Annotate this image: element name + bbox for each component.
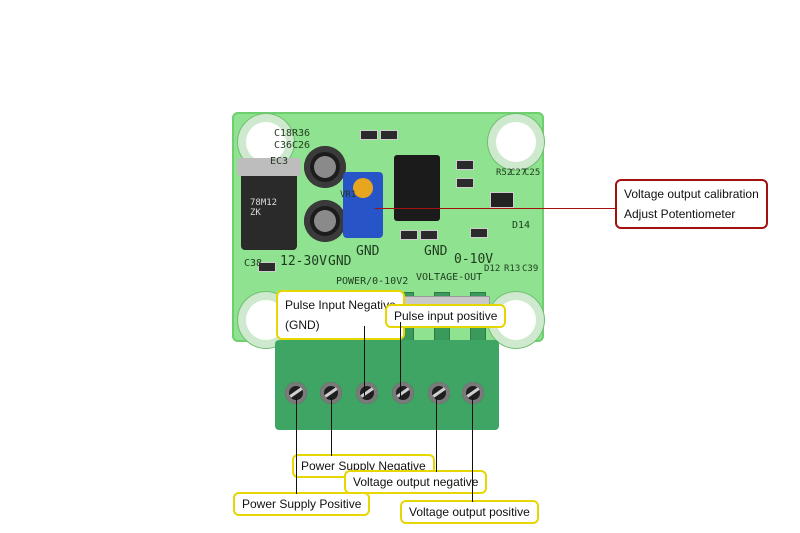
smd-component: [258, 262, 276, 272]
silk-c25: C25: [524, 168, 541, 178]
regulator-marking: 78M12 ZK: [250, 198, 278, 218]
silk-c36: C36: [274, 140, 293, 151]
screw-terminal-2: [320, 382, 342, 404]
silk-r36: R36: [292, 128, 311, 139]
mounting-hole-top-left: [246, 122, 286, 162]
silk-gnd-right: GND: [424, 244, 448, 259]
screw-terminal-block: [275, 340, 499, 430]
silk-c18: C18: [274, 128, 293, 139]
leader-line-potentiometer: [375, 208, 615, 209]
callout-calibration-line2: Adjust Potentiometer: [624, 207, 736, 221]
silk-c27: C27: [510, 168, 527, 178]
callout-power-supply-positive: Power Supply Positive: [233, 492, 371, 516]
silk-range-12-30v: 12-30V: [280, 254, 327, 269]
smd-component: [456, 178, 474, 188]
silk-ec3: EC3: [270, 156, 289, 167]
smd-component: [380, 130, 398, 140]
smd-component: [490, 192, 514, 208]
screw-terminal-4: [392, 382, 414, 404]
screw-terminal-6: [462, 382, 484, 404]
potentiometer-knob: [353, 178, 373, 198]
silk-voltage-out-label: VOLTAGE-OUT: [416, 272, 483, 283]
screw-terminal-5: [428, 382, 450, 404]
smd-component: [360, 130, 378, 140]
smd-component: [470, 228, 488, 238]
leader-line-power-positive: [296, 398, 297, 494]
silk-r13: R13: [504, 264, 521, 274]
silk-c39: C39: [522, 264, 539, 274]
callout-pulse-negative: Pulse Input Negative (GND): [276, 290, 405, 340]
callout-pulse-positive: Pulse input positive: [385, 304, 507, 328]
silk-c38: C38: [244, 258, 263, 269]
leader-line-power-negative: [331, 398, 332, 456]
silk-range-0-10v: 0-10V: [454, 252, 494, 267]
silk-gnd-left: GND: [328, 254, 352, 269]
leader-line-pulse-negative: [364, 326, 365, 396]
callout-calibration-potentiometer: Voltage output calibration Adjust Potent…: [615, 179, 768, 229]
capacitor-bottom-marking: [314, 210, 336, 232]
silk-d14: D14: [512, 220, 531, 231]
silk-r52: R52: [496, 168, 513, 178]
callout-voltage-output-negative: Voltage output negative: [344, 470, 488, 494]
leader-line-pulse-positive: [400, 322, 401, 398]
mounting-hole-top-right: [496, 122, 536, 162]
callout-voltage-output-positive: Voltage output positive: [400, 500, 539, 524]
silk-gnd-mid: GND: [356, 244, 380, 259]
leader-line-output-negative: [436, 398, 437, 472]
screw-terminal-3: [356, 382, 378, 404]
calibration-potentiometer: [343, 172, 383, 238]
electrolytic-capacitor-bottom: [304, 200, 346, 242]
smd-component: [400, 230, 418, 240]
callout-pulse-negative-line2: (GND): [285, 318, 320, 332]
electrolytic-capacitor-top: [304, 146, 346, 188]
leader-line-output-positive: [472, 398, 473, 502]
ic-chip: [394, 155, 440, 221]
callout-calibration-line1: Voltage output calibration: [624, 187, 759, 201]
callout-pulse-negative-line1: Pulse Input Negative: [285, 298, 396, 312]
silk-power-label: POWER/0-10V2: [336, 276, 409, 287]
screw-terminal-1: [285, 382, 307, 404]
regulator-heatsink-tab: [237, 158, 301, 176]
silk-d12: D12: [484, 264, 501, 274]
voltage-regulator: [237, 158, 301, 250]
smd-component: [420, 230, 438, 240]
silk-vr1: VR1: [340, 190, 357, 200]
silk-c26: C26: [292, 140, 311, 151]
capacitor-top-marking: [314, 156, 336, 178]
smd-component: [456, 160, 474, 170]
